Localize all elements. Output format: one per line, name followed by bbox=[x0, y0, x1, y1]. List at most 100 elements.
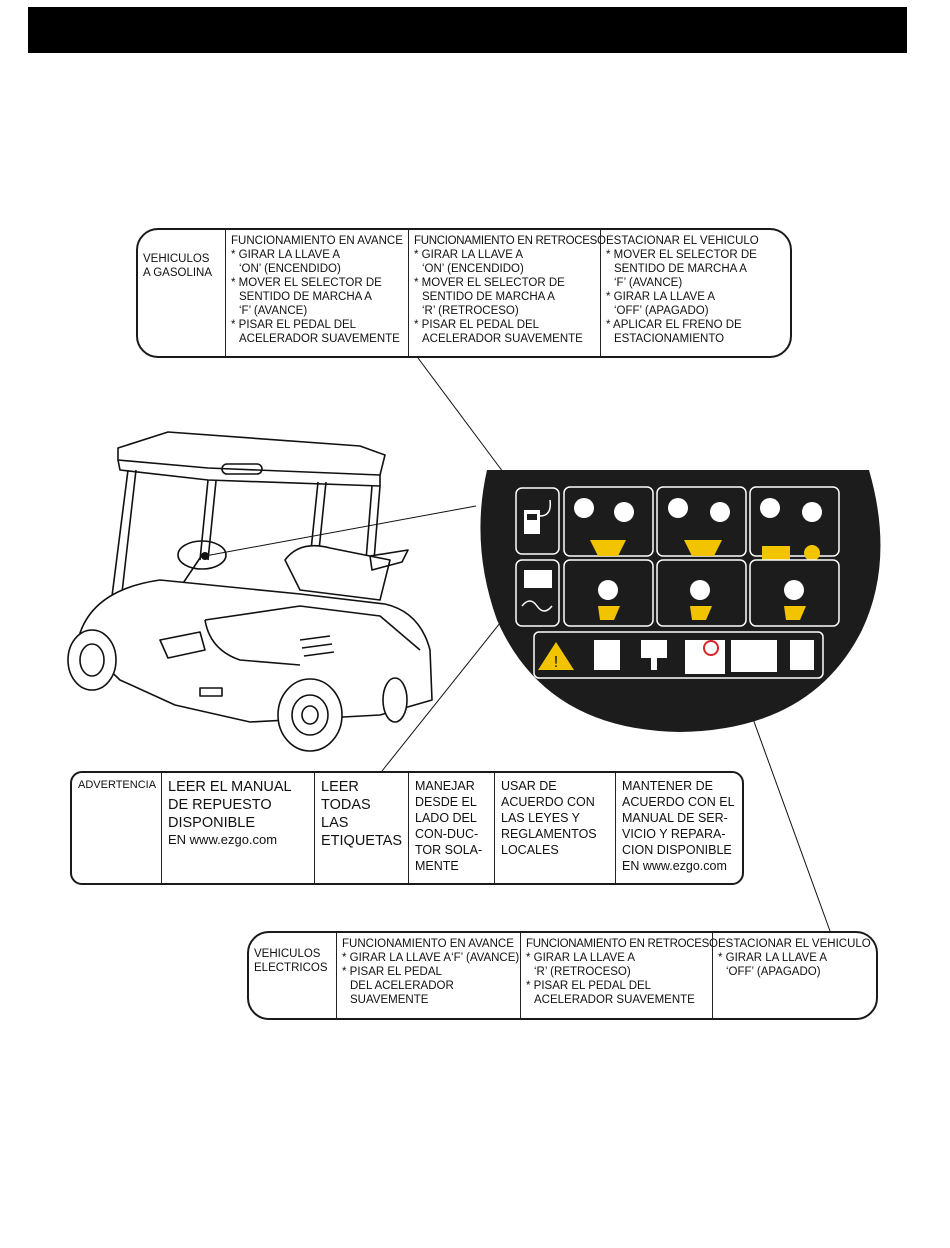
instruction-line: * GIRAR LA LLAVE A bbox=[606, 291, 716, 303]
read-labels-column: LEER TODAS LAS ETIQUETAS bbox=[314, 773, 408, 883]
instruction-line: DEL ACELERADOR bbox=[350, 980, 454, 992]
service-column: MANTENER DE ACUERDO CON EL MANUAL DE SER… bbox=[615, 773, 742, 883]
instruction-line: ‘R’ (RETROCESO) bbox=[422, 305, 519, 317]
instruction-line: SENTIDO DE MARCHA A bbox=[239, 291, 372, 303]
read-manual-column: LEER EL MANUAL DE REPUESTO DISPONIBLE EN… bbox=[161, 773, 314, 883]
instruction-line: * MOVER EL SELECTOR DE bbox=[231, 277, 382, 289]
vehicle-type-line: VEHICULOS bbox=[143, 253, 210, 265]
gas-forward-column: FUNCIONAMIENTO EN AVANCE * GIRAR LA LLAV… bbox=[225, 230, 408, 356]
vehicle-type-line: ELECTRICOS bbox=[254, 962, 328, 974]
fuel-pump-icon bbox=[515, 487, 560, 555]
pedal-icon bbox=[749, 559, 840, 627]
instruction-line: ‘OFF’ (APAGADO) bbox=[614, 305, 709, 317]
electric-forward-column: FUNCIONAMIENTO EN AVANCE * GIRAR LA LLAV… bbox=[336, 933, 520, 1018]
gas-vehicle-type: VEHICULOS A GASOLINA bbox=[138, 230, 225, 356]
instruction-line: ‘OFF’ (APAGADO) bbox=[726, 966, 821, 978]
leader-dot-seat bbox=[201, 552, 209, 560]
leader-line-electric bbox=[739, 682, 831, 932]
warning-line: DE REPUESTO bbox=[168, 797, 272, 813]
park-selector-icon bbox=[749, 486, 840, 561]
gas-park-column: ESTACIONAR EL VEHICULO * MOVER EL SELECT… bbox=[600, 230, 790, 356]
driver-seat-icon bbox=[685, 640, 725, 674]
instruction-line: * GIRAR LA LLAVE A bbox=[718, 952, 828, 964]
instruction-line: ACELERADOR SUAVEMENTE bbox=[534, 994, 695, 1006]
warning-line: MANEJAR bbox=[415, 779, 475, 793]
electric-park-column: ESTACIONAR EL VEHICULO * GIRAR LA LLAVE … bbox=[712, 933, 876, 1018]
service-manual-icon bbox=[790, 640, 814, 670]
instruction-line: * PISAR EL PEDAL bbox=[342, 966, 442, 978]
dash-decal-panel: ! bbox=[480, 470, 881, 732]
svg-text:!: ! bbox=[554, 654, 558, 671]
warning-line: LAS LEYES Y bbox=[501, 811, 580, 825]
instruction-line: * MOVER EL SELECTOR DE bbox=[414, 277, 565, 289]
vehicle-type-line: VEHICULOS bbox=[254, 948, 321, 960]
key-switch-icon bbox=[563, 486, 654, 557]
gas-vehicle-label: VEHICULOS A GASOLINA FUNCIONAMIENTO EN A… bbox=[136, 228, 792, 358]
warning-line: ACUERDO CON bbox=[501, 795, 595, 809]
instruction-line: * GIRAR LA LLAVE A bbox=[231, 249, 341, 261]
warning-line: DISPONIBLE bbox=[168, 815, 256, 831]
warning-line: EN www.ezgo.com bbox=[622, 859, 727, 873]
gas-forward-title: FUNCIONAMIENTO EN AVANCE bbox=[231, 235, 403, 247]
warning-line: LAS bbox=[321, 815, 349, 831]
warning-line: VICIO Y REPARA- bbox=[622, 827, 726, 841]
warning-line: MANTENER DE bbox=[622, 779, 713, 793]
warning-line: TOR SOLA- bbox=[415, 843, 483, 857]
instruction-line: ‘ON’ (ENCENDIDO) bbox=[422, 263, 524, 275]
warning-line: USAR DE bbox=[501, 779, 557, 793]
instruction-line: ‘R’ (RETROCESO) bbox=[534, 966, 631, 978]
instruction-line: SENTIDO DE MARCHA A bbox=[614, 263, 747, 275]
warning-line: CON-DUC- bbox=[415, 827, 479, 841]
warning-line: TODAS bbox=[321, 797, 371, 813]
instruction-line: * APLICAR EL FRENO DE bbox=[606, 319, 742, 331]
instruction-line: ‘F’ (AVANCE) bbox=[614, 277, 683, 289]
instruction-line: ‘F’ (AVANCE) bbox=[239, 305, 308, 317]
warning-line: MANUAL DE SER- bbox=[622, 811, 728, 825]
leader-line-seat bbox=[204, 505, 477, 557]
instruction-line: * PISAR EL PEDAL DEL bbox=[414, 319, 540, 331]
leader-line-warning bbox=[381, 607, 513, 772]
ac-wave-icon bbox=[521, 600, 553, 612]
warning-line: EN www.ezgo.com bbox=[168, 832, 278, 847]
gas-reverse-column: FUNCIONAMIENTO EN RETROCESO * GIRAR LA L… bbox=[408, 230, 606, 356]
golf-cart bbox=[67, 431, 433, 752]
warning-line: DESDE EL bbox=[415, 795, 477, 809]
direction-selector-icon bbox=[656, 486, 747, 557]
gas-park-title: ESTACIONAR EL VEHICULO bbox=[606, 235, 759, 247]
warning-line: MENTE bbox=[415, 859, 459, 873]
electric-reverse-column: FUNCIONAMIENTO EN RETROCESO * GIRAR LA L… bbox=[520, 933, 718, 1018]
electric-forward-title: FUNCIONAMIENTO EN AVANCE bbox=[342, 938, 514, 950]
instruction-line: ACELERADOR SUAVEMENTE bbox=[239, 333, 400, 345]
electric-park-title: ESTACIONAR EL VEHICULO bbox=[718, 938, 871, 950]
instruction-line: * GIRAR LA LLAVE A bbox=[526, 952, 636, 964]
battery-icon bbox=[515, 559, 560, 627]
instruction-line: * MOVER EL SELECTOR DE bbox=[606, 249, 757, 261]
warning-line: LADO DEL bbox=[415, 811, 477, 825]
pedal-icon bbox=[656, 559, 747, 627]
warning-line: LEER EL MANUAL bbox=[168, 779, 292, 795]
instruction-line: ESTACIONAMIENTO bbox=[614, 333, 725, 345]
warning-heading: ADVERTENCIA bbox=[78, 779, 157, 791]
gas-reverse-title: FUNCIONAMIENTO EN RETROCESO bbox=[414, 235, 606, 247]
instruction-line: SUAVEMENTE bbox=[350, 994, 429, 1006]
cart-law-icon bbox=[731, 640, 777, 672]
instruction-line: ACELERADOR SUAVEMENTE bbox=[422, 333, 583, 345]
warning-heading-column: ADVERTENCIA bbox=[72, 773, 161, 883]
electric-vehicle-label: VEHICULOS ELECTRICOS FUNCIONAMIENTO EN A… bbox=[247, 931, 878, 1020]
warning-line: LEER bbox=[321, 779, 359, 795]
leader-line-gas bbox=[417, 357, 507, 477]
instruction-line: * PISAR EL PEDAL DEL bbox=[526, 980, 652, 992]
warning-line: CION DISPONIBLE bbox=[622, 843, 732, 857]
instruction-line: ‘ON’ (ENCENDIDO) bbox=[239, 263, 341, 275]
instruction-line: * GIRAR LA LLAVE A bbox=[414, 249, 524, 261]
warning-line: REGLAMENTOS bbox=[501, 827, 597, 841]
manual-book-icon bbox=[594, 640, 620, 670]
electric-vehicle-type: VEHICULOS ELECTRICOS bbox=[249, 933, 336, 1018]
vehicle-type-line: A GASOLINA bbox=[143, 267, 213, 279]
warning-triangle-icon: ! bbox=[538, 642, 574, 671]
pedal-icon bbox=[563, 559, 654, 627]
warning-line: LOCALES bbox=[501, 843, 559, 857]
header-bar bbox=[28, 7, 907, 53]
instruction-line: * PISAR EL PEDAL DEL bbox=[231, 319, 357, 331]
